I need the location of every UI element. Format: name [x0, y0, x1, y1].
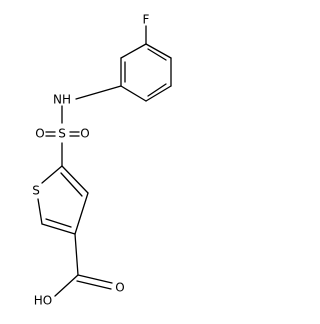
sulfonyl-oxygen-right-label: O: [80, 127, 89, 141]
double-bond-inner: [147, 48, 167, 61]
double-bond-inner: [60, 172, 83, 197]
fluorine-label: F: [143, 13, 150, 27]
bond: [37, 198, 43, 225]
amine-label: NH: [53, 93, 71, 107]
double-bond-inner: [45, 218, 72, 228]
structure-drawing: F NH S O O S O HO: [32, 13, 172, 308]
molecule-canvas: F NH S O O S O HO: [32, 13, 172, 308]
bond-c-o-double-b: [76, 280, 112, 290]
thiophene-sulfur-label: S: [32, 184, 40, 198]
bond: [41, 165, 63, 184]
bond: [74, 192, 89, 235]
bond-c-o-double-a: [77, 274, 113, 284]
bond: [145, 85, 172, 102]
bond-ring-cooh: [74, 233, 79, 276]
thiophene-ring: [37, 165, 89, 235]
bond: [61, 165, 89, 194]
bond-c-n: [75, 85, 122, 100]
fluorophenyl-ring: [120, 43, 172, 102]
hydroxyl-label: HO: [34, 294, 52, 308]
carbonyl-oxygen-label: O: [115, 281, 124, 295]
bond: [120, 85, 147, 102]
bond: [41, 223, 76, 235]
bond-c-oh: [54, 274, 79, 297]
sulfonyl-sulfur-label: S: [58, 127, 66, 141]
bond: [145, 43, 172, 59]
sulfonyl-oxygen-left-label: O: [35, 127, 44, 141]
bond: [120, 43, 147, 59]
double-bond-inner: [147, 83, 167, 97]
